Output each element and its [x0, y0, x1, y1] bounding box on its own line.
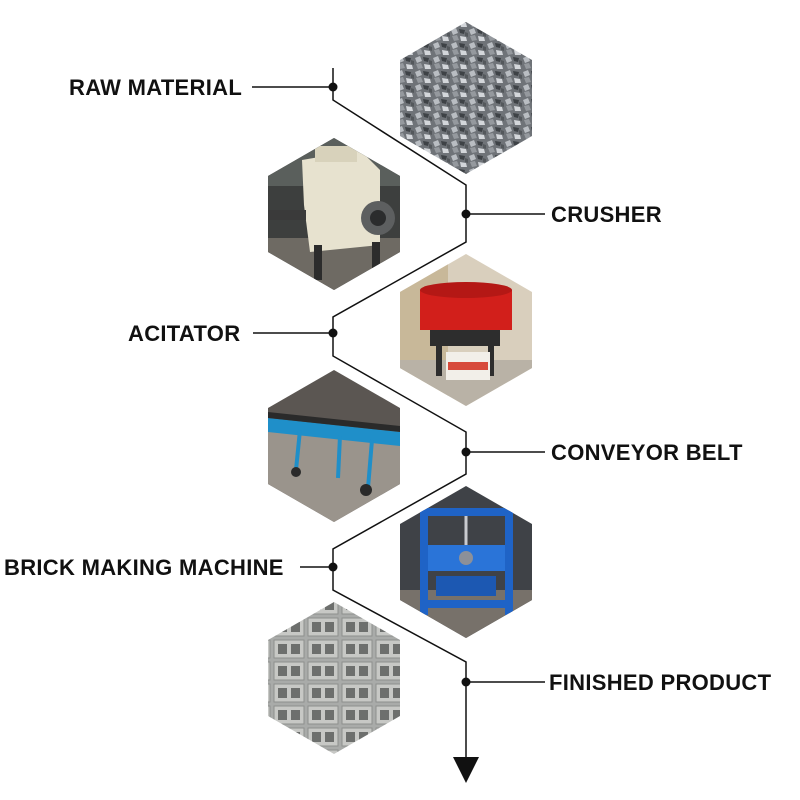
- crusher-label: CRUSHER: [551, 202, 662, 227]
- brick-making-machine-label: BRICK MAKING MACHINE: [4, 555, 284, 580]
- arrow-down-icon: [453, 757, 479, 783]
- conveyor-belt-image: [268, 370, 400, 522]
- raw-material-dot: [328, 82, 338, 92]
- finished-product-image: [268, 602, 400, 754]
- finished-product-dot: [461, 677, 471, 687]
- raw-material-image: [400, 22, 532, 174]
- crusher-dot: [461, 209, 471, 219]
- crusher-image: [268, 138, 400, 290]
- brick-making-machine-image: [400, 486, 532, 638]
- brick-making-machine-dot: [328, 562, 338, 572]
- agitator-dot: [328, 328, 338, 338]
- agitator-image: [400, 254, 532, 406]
- conveyor-belt-dot: [461, 447, 471, 457]
- agitator-label: ACITATOR: [128, 321, 240, 346]
- process-flow-line: [332, 68, 467, 757]
- raw-material-label: RAW MATERIAL: [69, 75, 242, 100]
- conveyor-belt-label: CONVEYOR BELT: [551, 440, 743, 465]
- finished-product-label: FINISHED PRODUCT: [549, 670, 772, 695]
